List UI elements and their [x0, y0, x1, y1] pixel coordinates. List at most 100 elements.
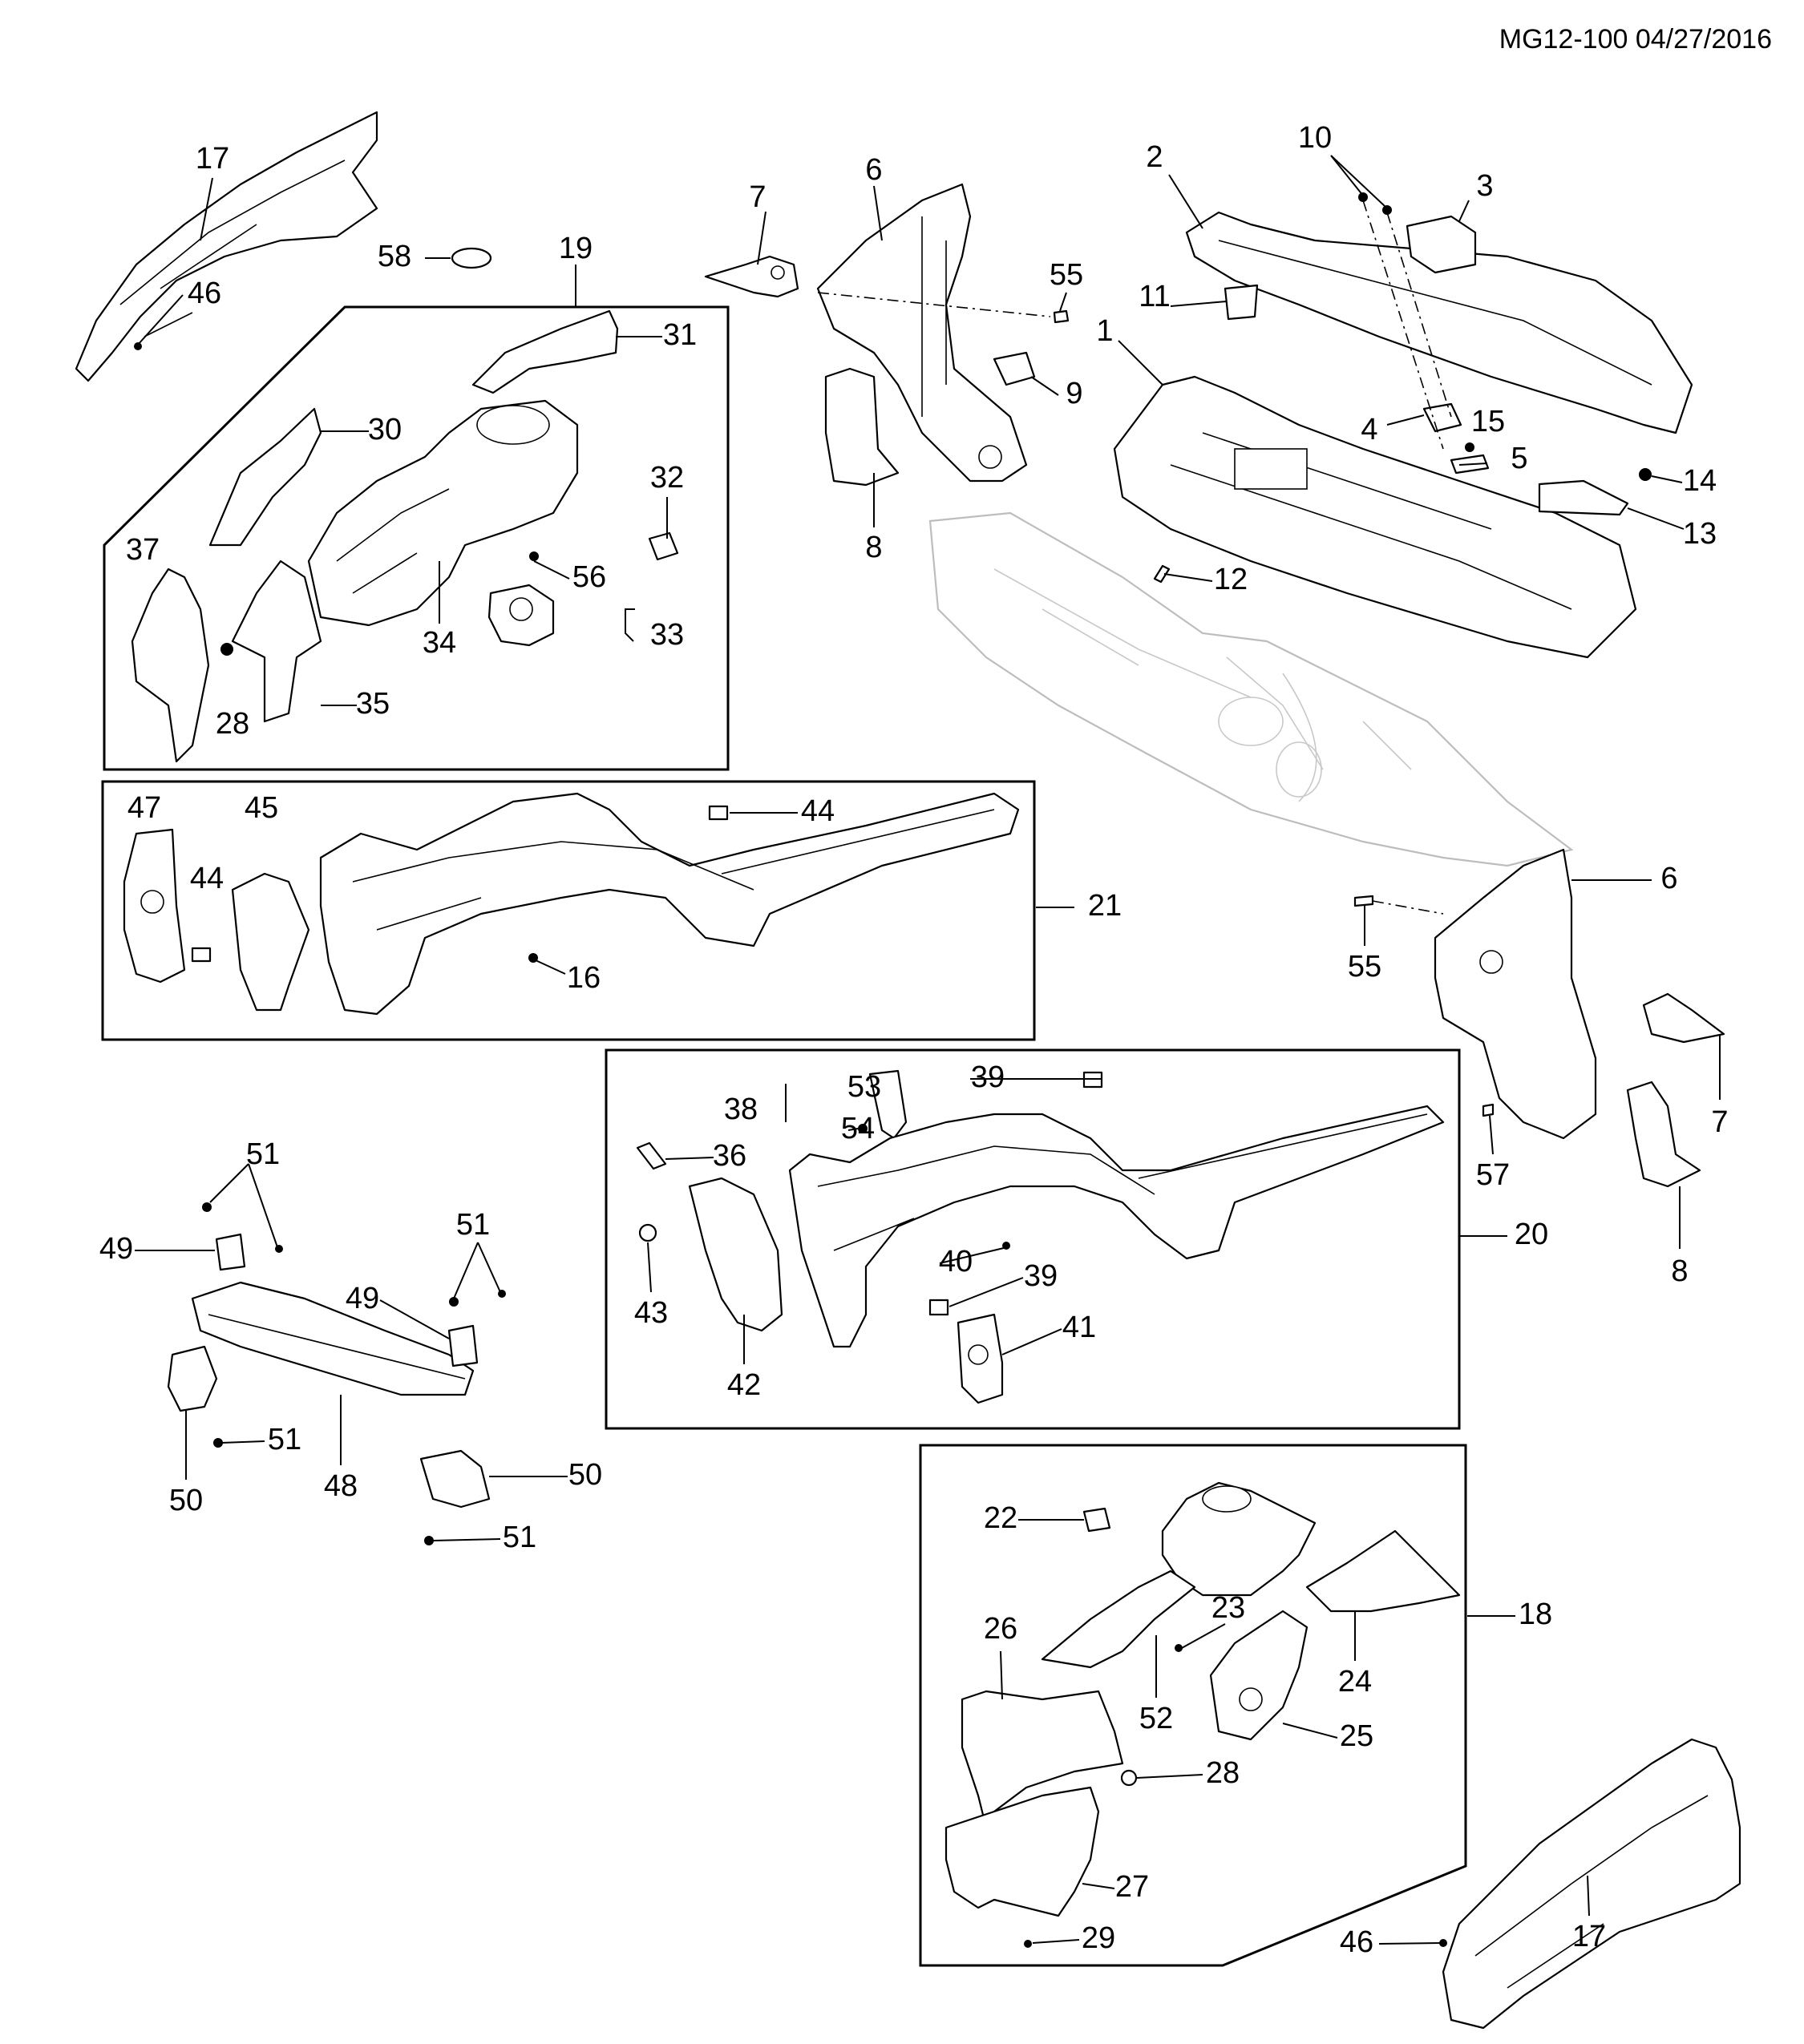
part-49-bracket-a: [215, 1233, 246, 1271]
part-9-plug: [993, 351, 1036, 386]
part-15-nut: [1465, 442, 1474, 452]
callout-40: 40: [939, 1245, 973, 1279]
callout-46: 46: [188, 277, 221, 310]
part-17-apron-lower: [1439, 1738, 1741, 2030]
part-2-cowl-upper: [1185, 211, 1693, 434]
callout-41: 41: [1062, 1311, 1096, 1344]
part-7-bracket: [704, 255, 799, 298]
callout-10: 10: [1298, 121, 1332, 155]
part-10-nut: [1358, 192, 1368, 202]
callout-55: 55: [1050, 258, 1083, 292]
callout-7: 7: [749, 180, 766, 214]
callout-22: 22: [984, 1501, 1017, 1535]
callout-28: 28: [1206, 1756, 1240, 1790]
callout-33: 33: [650, 618, 684, 652]
document-id: MG12-100 04/27/2016: [1499, 24, 1772, 55]
part-35-gusset: [231, 559, 322, 723]
callout-57: 57: [1476, 1158, 1510, 1192]
callout-38: 38: [724, 1093, 758, 1126]
part-57-pin: [1482, 1103, 1495, 1117]
part-26-panel: [961, 1690, 1124, 1829]
part-13-seal: [1538, 479, 1629, 516]
callout-19: 19: [559, 232, 593, 265]
callout-16: 16: [567, 961, 601, 995]
part-49-bracket-b: [447, 1324, 479, 1367]
callout-49: 49: [99, 1232, 133, 1266]
part-22-clip: [1082, 1507, 1111, 1533]
part-44-nut-b: [708, 805, 729, 821]
callout-53: 53: [847, 1070, 881, 1104]
callout-24: 24: [1338, 1665, 1372, 1699]
part-30-reinforcement: [208, 407, 322, 547]
callout-2: 2: [1146, 140, 1163, 174]
part-20-rail: [788, 1105, 1445, 1348]
part-55-pin: [1053, 309, 1070, 324]
parts-right-pillar: [1353, 848, 1725, 1188]
group-21-frame: [101, 780, 1036, 1041]
part-17-apron-upper: [75, 111, 378, 382]
part-53-bracket: [868, 1069, 908, 1140]
callout-15: 15: [1471, 405, 1505, 438]
part-6-hinge-pillar-rh: [1434, 848, 1597, 1140]
callout-3: 3: [1476, 169, 1493, 203]
callout-1: 1: [1096, 314, 1113, 348]
callout-51: 51: [456, 1208, 490, 1242]
callout-50: 50: [169, 1484, 203, 1517]
callout-13: 13: [1683, 517, 1717, 551]
group-20-frame: [605, 1048, 1461, 1430]
part-42-gusset: [688, 1177, 783, 1332]
callout-21: 21: [1088, 889, 1122, 923]
callout-39: 39: [971, 1060, 1005, 1094]
part-32-clip: [648, 531, 679, 561]
part-50-bracket-b: [419, 1449, 491, 1509]
part-48-crossmember: [191, 1281, 475, 1396]
part-58-plug: [451, 247, 492, 269]
part-31-reinforcement: [471, 309, 619, 394]
callout-35: 35: [356, 687, 390, 721]
part-21-rail: [319, 792, 1020, 1016]
callout-25: 25: [1340, 1719, 1373, 1753]
part-12-bolt: [1153, 564, 1171, 584]
callout-44: 44: [801, 794, 835, 828]
callout-49: 49: [346, 1282, 379, 1315]
group-18-parts: [944, 1481, 1461, 1948]
callout-30: 30: [368, 413, 402, 446]
callout-31: 31: [663, 318, 697, 352]
part-23-bolt: [1175, 1644, 1183, 1652]
callout-26: 26: [984, 1612, 1017, 1646]
group-19-frame: [103, 305, 730, 771]
group-frames: [101, 305, 1467, 1967]
callout-43: 43: [634, 1296, 668, 1330]
part-45-plate: [231, 872, 310, 1012]
callout-5: 5: [1511, 442, 1527, 475]
part-34-wheelhouse: [307, 399, 579, 627]
part-37-rail-end: [131, 568, 210, 763]
part-51-bolt-a: [202, 1202, 212, 1212]
callout-28: 28: [216, 707, 249, 741]
callout-51: 51: [503, 1521, 536, 1554]
part-54-nut: [858, 1124, 868, 1133]
callout-51: 51: [246, 1137, 280, 1171]
leader-lines: [135, 155, 1721, 1945]
part-28-nut-b: [1120, 1769, 1138, 1787]
callout-17: 17: [1572, 1920, 1606, 1953]
callout-42: 42: [727, 1368, 761, 1402]
callout-4: 4: [1361, 413, 1377, 446]
callout-48: 48: [324, 1469, 358, 1503]
callout-36: 36: [713, 1139, 746, 1173]
callout-46: 46: [1340, 1925, 1373, 1959]
callout-6: 6: [1660, 862, 1677, 895]
group-18-frame: [919, 1444, 1467, 1967]
callout-51: 51: [268, 1423, 301, 1456]
callout-54: 54: [841, 1112, 875, 1145]
callout-52: 52: [1139, 1702, 1173, 1735]
part-7-bracket-rh: [1642, 992, 1725, 1044]
parts-upper-middle: [704, 183, 1070, 487]
callout-50: 50: [568, 1458, 602, 1492]
part-28-nut: [220, 643, 233, 656]
part-43-grommet: [638, 1223, 657, 1242]
part-29-bolt: [1024, 1940, 1032, 1948]
callout-44: 44: [190, 862, 224, 895]
callout-39: 39: [1024, 1259, 1058, 1293]
